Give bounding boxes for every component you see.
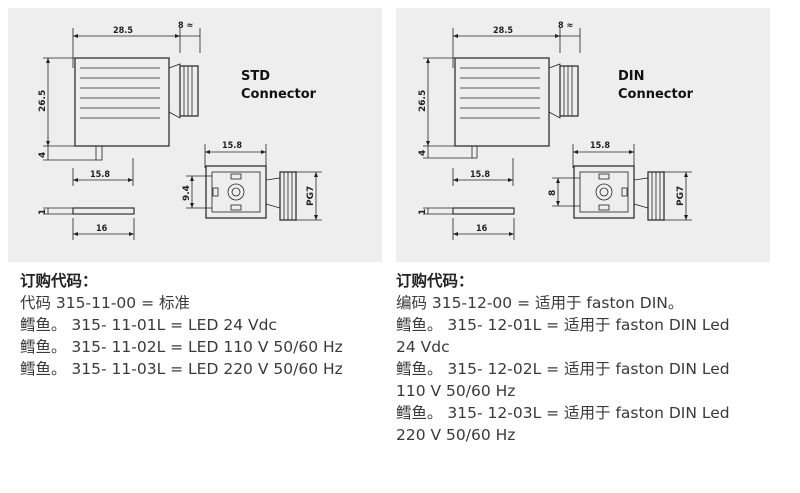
dim-pin: 4 [418,150,428,156]
std-connector-drawing-panel: 28.5 8 ≈ 26.5 4 15.8 1 16 15.8 9.4 PG7 S… [8,8,382,262]
dim-face-width: 15.8 [222,141,242,151]
connector-type-label: DIN [618,69,645,84]
order-code-line: 鳕鱼。 315- 11-01L = LED 24 Vdc [20,316,277,334]
order-code-line: 鳕鱼。 315- 11-02L = LED 110 V 50/60 Hz [20,338,343,356]
dim-width: 28.5 [113,26,133,36]
dim-plate-width: 16 [96,224,108,234]
order-code-line: 220 V 50/60 Hz [396,426,516,444]
dim-face-height: 8 [548,190,558,196]
dim-face-width: 15.8 [590,141,610,151]
std-connector-drawing: 28.5 8 ≈ 26.5 4 15.8 1 16 15.8 9.4 PG7 S… [38,21,322,240]
dim-plate-thickness: 1 [418,209,428,215]
din-connector-drawing: 28.5 8 ≈ 26.5 4 15.8 1 16 15.8 8 PG7 DIN… [418,21,694,240]
dim-plate-width: 16 [476,224,488,234]
connector-type-label: STD [241,69,270,84]
din-order-codes: 订购代码： 编码 315-12-00 = 适用于 faston DIN。 鳕鱼。… [396,270,730,446]
dim-height: 26.5 [38,90,48,112]
din-connector-drawing-panel: 28.5 8 ≈ 26.5 4 15.8 1 16 15.8 8 PG7 DIN… [396,8,770,262]
dim-height: 26.5 [418,90,428,112]
order-code-line: 鳕鱼。 315- 12-03L = 适用于 faston DIN Led [396,404,730,422]
connector-word-label: Connector [241,87,317,102]
order-code-line: 鳕鱼。 315- 12-01L = 适用于 faston DIN Led [396,316,730,334]
order-codes-heading: 订购代码： [20,272,98,290]
order-codes-heading: 订购代码： [396,272,474,290]
dim-plate-thickness: 1 [38,209,48,215]
dim-base: 15.8 [470,170,490,180]
dim-face-height: 9.4 [182,185,192,201]
dim-pin: 4 [38,152,48,158]
dim-cable: 8 ≈ [558,21,573,31]
std-order-codes: 订购代码： 代码 315-11-00 = 标准 鳕鱼。 315- 11-01L … [20,270,343,380]
order-code-line: 代码 315-11-00 = 标准 [20,294,190,312]
dim-pg: PG7 [306,186,316,206]
order-code-line: 24 Vdc [396,338,450,356]
dim-pg: PG7 [676,186,686,206]
order-code-line: 鳕鱼。 315- 12-02L = 适用于 faston DIN Led [396,360,730,378]
dim-width: 28.5 [493,26,513,36]
order-code-line: 编码 315-12-00 = 适用于 faston DIN。 [396,294,684,312]
connector-word-label: Connector [618,87,694,102]
order-code-line: 110 V 50/60 Hz [396,382,516,400]
dim-cable: 8 ≈ [178,21,193,31]
order-code-line: 鳕鱼。 315- 11-03L = LED 220 V 50/60 Hz [20,360,343,378]
dim-base: 15.8 [90,170,110,180]
